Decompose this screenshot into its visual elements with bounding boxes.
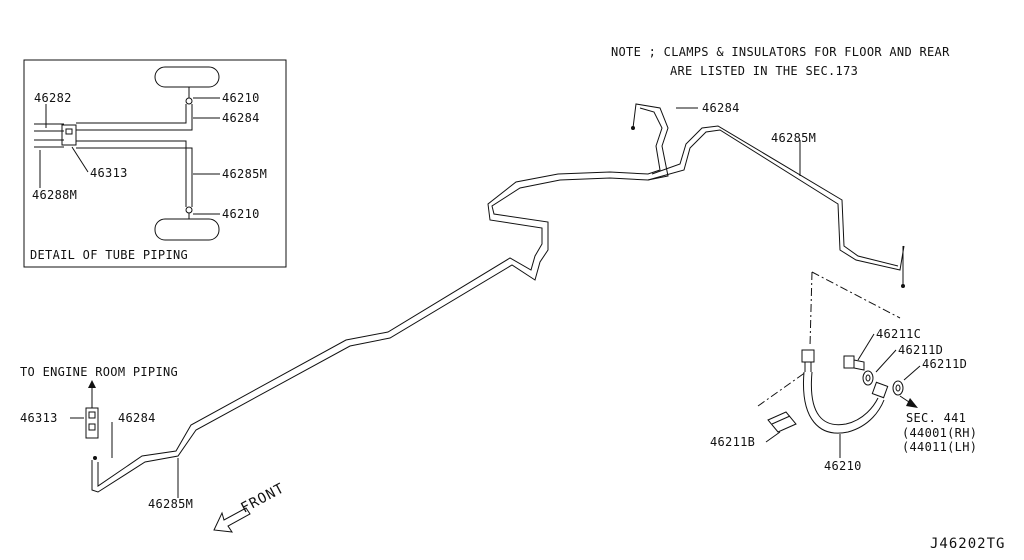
diagram-id: J46202TG: [930, 536, 1005, 552]
junction-46313-icon: [61, 124, 77, 146]
label-46282: 46282: [34, 91, 72, 105]
detail-caption: DETAIL OF TUBE PIPING: [30, 248, 188, 262]
wheel-top-icon: [154, 66, 220, 88]
tube-end-top-icon: [631, 126, 635, 130]
front-arrow-icon: [213, 507, 251, 533]
connector-bottom-icon: [185, 206, 193, 214]
label-46211c: 46211C: [876, 327, 921, 341]
label-46211b: 46211B: [710, 435, 755, 449]
washer-46211d-b-icon: [892, 380, 904, 396]
brake-hose-assembly: [757, 271, 918, 434]
hose-fitting-icon: [801, 349, 815, 363]
label-to-engine-room: TO ENGINE ROOM PIPING: [20, 365, 178, 379]
washer-46211d-a-icon: [862, 370, 874, 386]
label-46285m-bottom: 46285M: [148, 497, 193, 511]
label-46210: 46210: [824, 459, 862, 473]
detail-frame: [23, 59, 287, 268]
label-46288m: 46288M: [32, 188, 77, 202]
label-46285m-top: 46285M: [771, 131, 816, 145]
main-brake-tube: [91, 103, 905, 493]
label-front: FRONT: [238, 480, 287, 516]
label-46313: 46313: [20, 411, 58, 425]
label-46210-bottom: 46210: [222, 207, 260, 221]
detail-inset: 46282 46210 46284 46313 46285M 46288M 46…: [23, 59, 287, 268]
label-46210-top: 46210: [222, 91, 260, 105]
label-46284-detail: 46284: [222, 111, 260, 125]
note-line-1: NOTE ; CLAMPS & INSULATORS FOR FLOOR AND…: [611, 45, 950, 59]
label-sec441: SEC. 441: [906, 411, 966, 425]
wheel-bottom-icon: [154, 218, 220, 241]
label-46211d-a: 46211D: [898, 343, 943, 357]
tube-46285m-detail: [76, 140, 193, 207]
connector-top-icon: [185, 97, 193, 105]
arrow-sec441-icon: [906, 398, 918, 408]
clip-46211b-icon: [767, 411, 797, 433]
label-46211d-b: 46211D: [922, 357, 967, 371]
label-46284-left: 46284: [118, 411, 156, 425]
label-rh: (44001(RH): [902, 426, 977, 440]
label-lh: (44011(LH): [902, 440, 977, 454]
tube-46284-detail: [76, 104, 193, 131]
label-46285m-detail: 46285M: [222, 167, 267, 181]
bolt-46211c-icon: [843, 355, 855, 369]
connector-46313-icon: [85, 407, 99, 439]
label-46313-detail: 46313: [90, 166, 128, 180]
note-line-2: ARE LISTED IN THE SEC.173: [670, 64, 858, 78]
label-46284-top: 46284: [702, 101, 740, 115]
tube-input: [34, 123, 64, 132]
